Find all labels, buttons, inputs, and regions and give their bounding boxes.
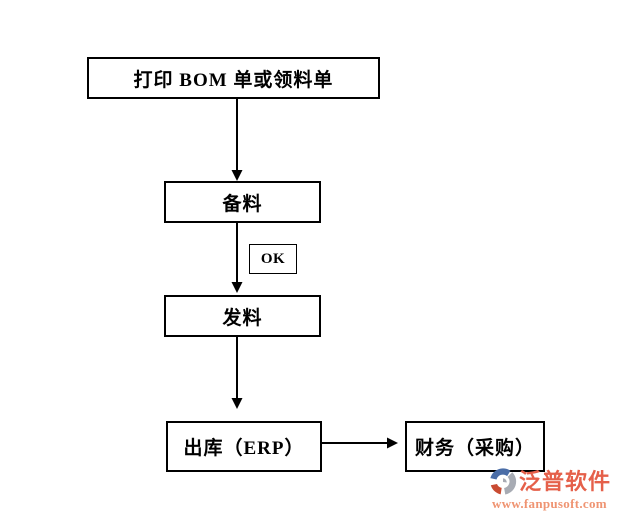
arrow-prepare-to-issue [231,223,243,293]
node-outbound-label: 出库（ERP） [183,438,305,459]
node-prepare: 备料 [164,181,321,223]
arrow-print-to-prepare [231,98,243,181]
watermark: 泛普软件 www.fanpusoft.com [488,466,618,510]
node-finance-purchasing: 财务（采购） [405,421,545,472]
ok-label-box: OK [249,244,297,274]
watermark-brand-row: 泛普软件 [488,466,618,497]
node-finance-label: 财务（采购） [414,438,535,459]
arrow-outbound-to-finance [322,437,398,449]
node-outbound-erp: 出库（ERP） [166,421,322,472]
fanpu-logo-icon [490,468,517,495]
watermark-url: www.fanpusoft.com [492,496,607,511]
ok-label: OK [260,250,286,267]
watermark-brand: 泛普软件 [519,468,612,494]
node-print-bom: 打印 BOM 单或领料单 [87,57,380,99]
node-issue: 发料 [164,295,321,337]
node-issue-label: 发料 [222,307,263,329]
arrow-issue-to-outbound [231,337,243,409]
node-print-bom-label: 打印 BOM 单或领料单 [133,69,334,91]
node-prepare-label: 备料 [222,193,263,215]
